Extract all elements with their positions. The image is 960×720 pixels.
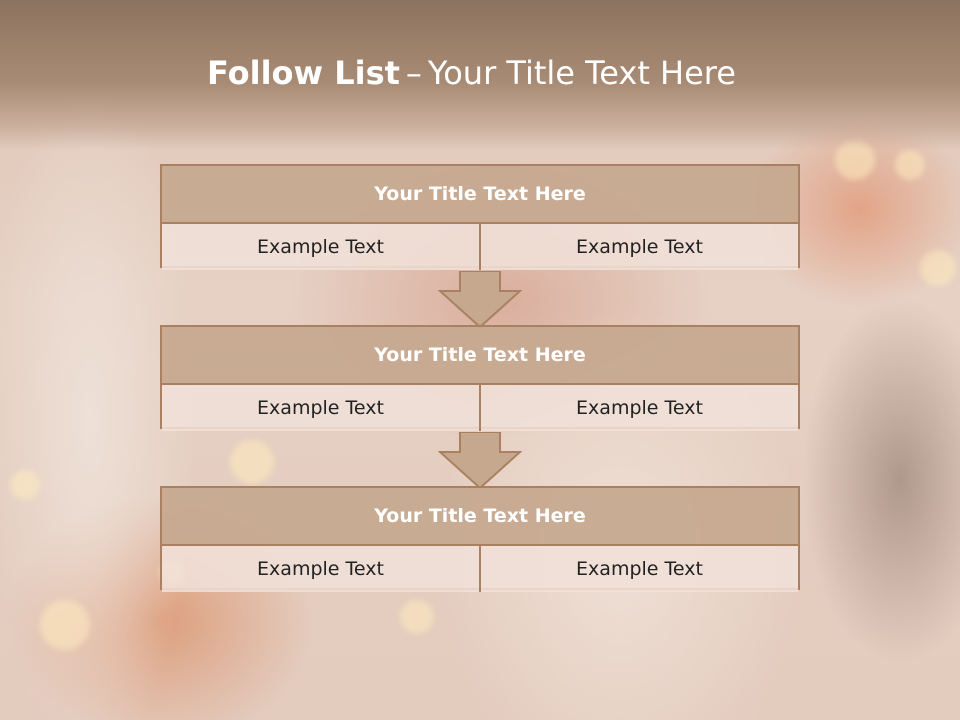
title-dash: – (405, 54, 422, 92)
list-block-1: Your Title Text Here Example Text Exampl… (160, 164, 800, 270)
list-block-2: Your Title Text Here Example Text Exampl… (160, 325, 800, 431)
title-bold: Follow List (207, 54, 400, 92)
down-arrow-icon (438, 271, 522, 329)
block-row: Example Text Example Text (162, 224, 798, 270)
title-rest: Your Title Text Here (427, 54, 736, 92)
block-cell-left: Example Text (162, 224, 479, 270)
down-arrow-icon (438, 432, 522, 490)
block-title: Your Title Text Here (162, 488, 798, 546)
header-band (0, 0, 960, 150)
block-cell-left: Example Text (162, 546, 479, 592)
block-cell-right: Example Text (479, 546, 798, 592)
list-block-3: Your Title Text Here Example Text Exampl… (160, 486, 800, 592)
slide-title: Follow List–Your Title Text Here (0, 54, 943, 92)
block-cell-right: Example Text (479, 385, 798, 431)
block-row: Example Text Example Text (162, 385, 798, 431)
block-row: Example Text Example Text (162, 546, 798, 592)
block-title: Your Title Text Here (162, 166, 798, 224)
block-cell-left: Example Text (162, 385, 479, 431)
block-title: Your Title Text Here (162, 327, 798, 385)
block-cell-right: Example Text (479, 224, 798, 270)
